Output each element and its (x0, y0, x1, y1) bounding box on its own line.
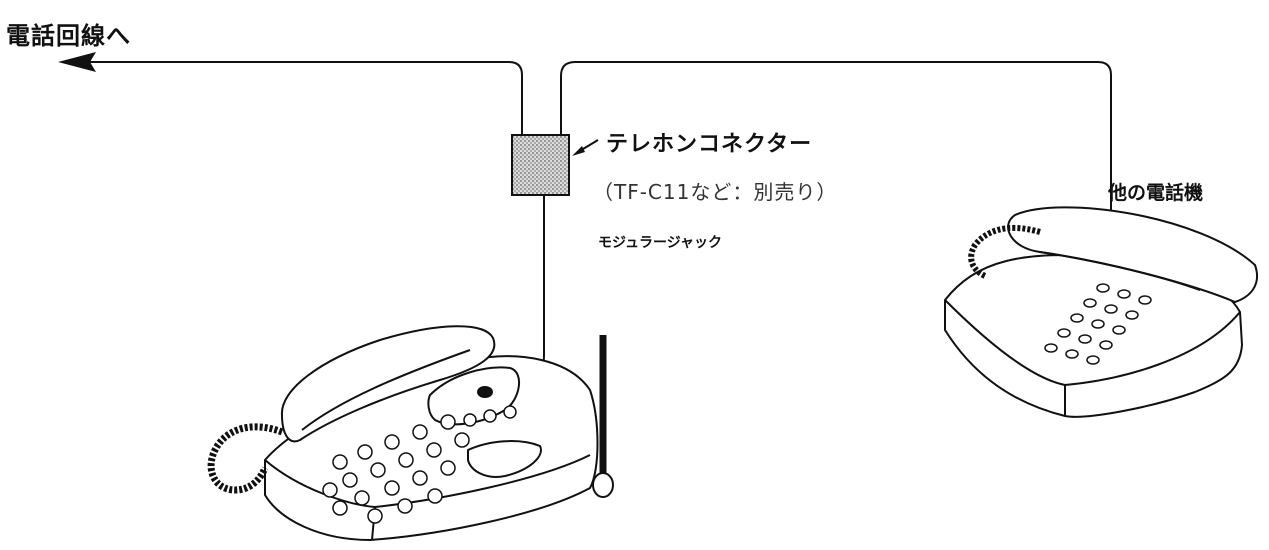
other-telephone (944, 206, 1258, 418)
other-phone-cable (560, 61, 1112, 305)
to-phone-line-label: 電話回線へ (6, 22, 131, 50)
other-phone-label: 他の電話機 (1108, 182, 1204, 204)
cordless-telephone-base (207, 325, 614, 541)
base-phone-cable (537, 196, 545, 373)
telephone-connector-label: テレホンコネクター (606, 132, 813, 157)
connector-note-label: （TF-C11など：別売り） (593, 180, 838, 204)
telephone-connector-box (511, 134, 570, 196)
pointer-arrow-icon (572, 146, 585, 156)
phone-line-cable (58, 52, 523, 135)
arrow-left-icon (58, 52, 96, 72)
modular-jack-label: モジュラージャック (598, 235, 723, 251)
connector-pointer (572, 139, 599, 156)
